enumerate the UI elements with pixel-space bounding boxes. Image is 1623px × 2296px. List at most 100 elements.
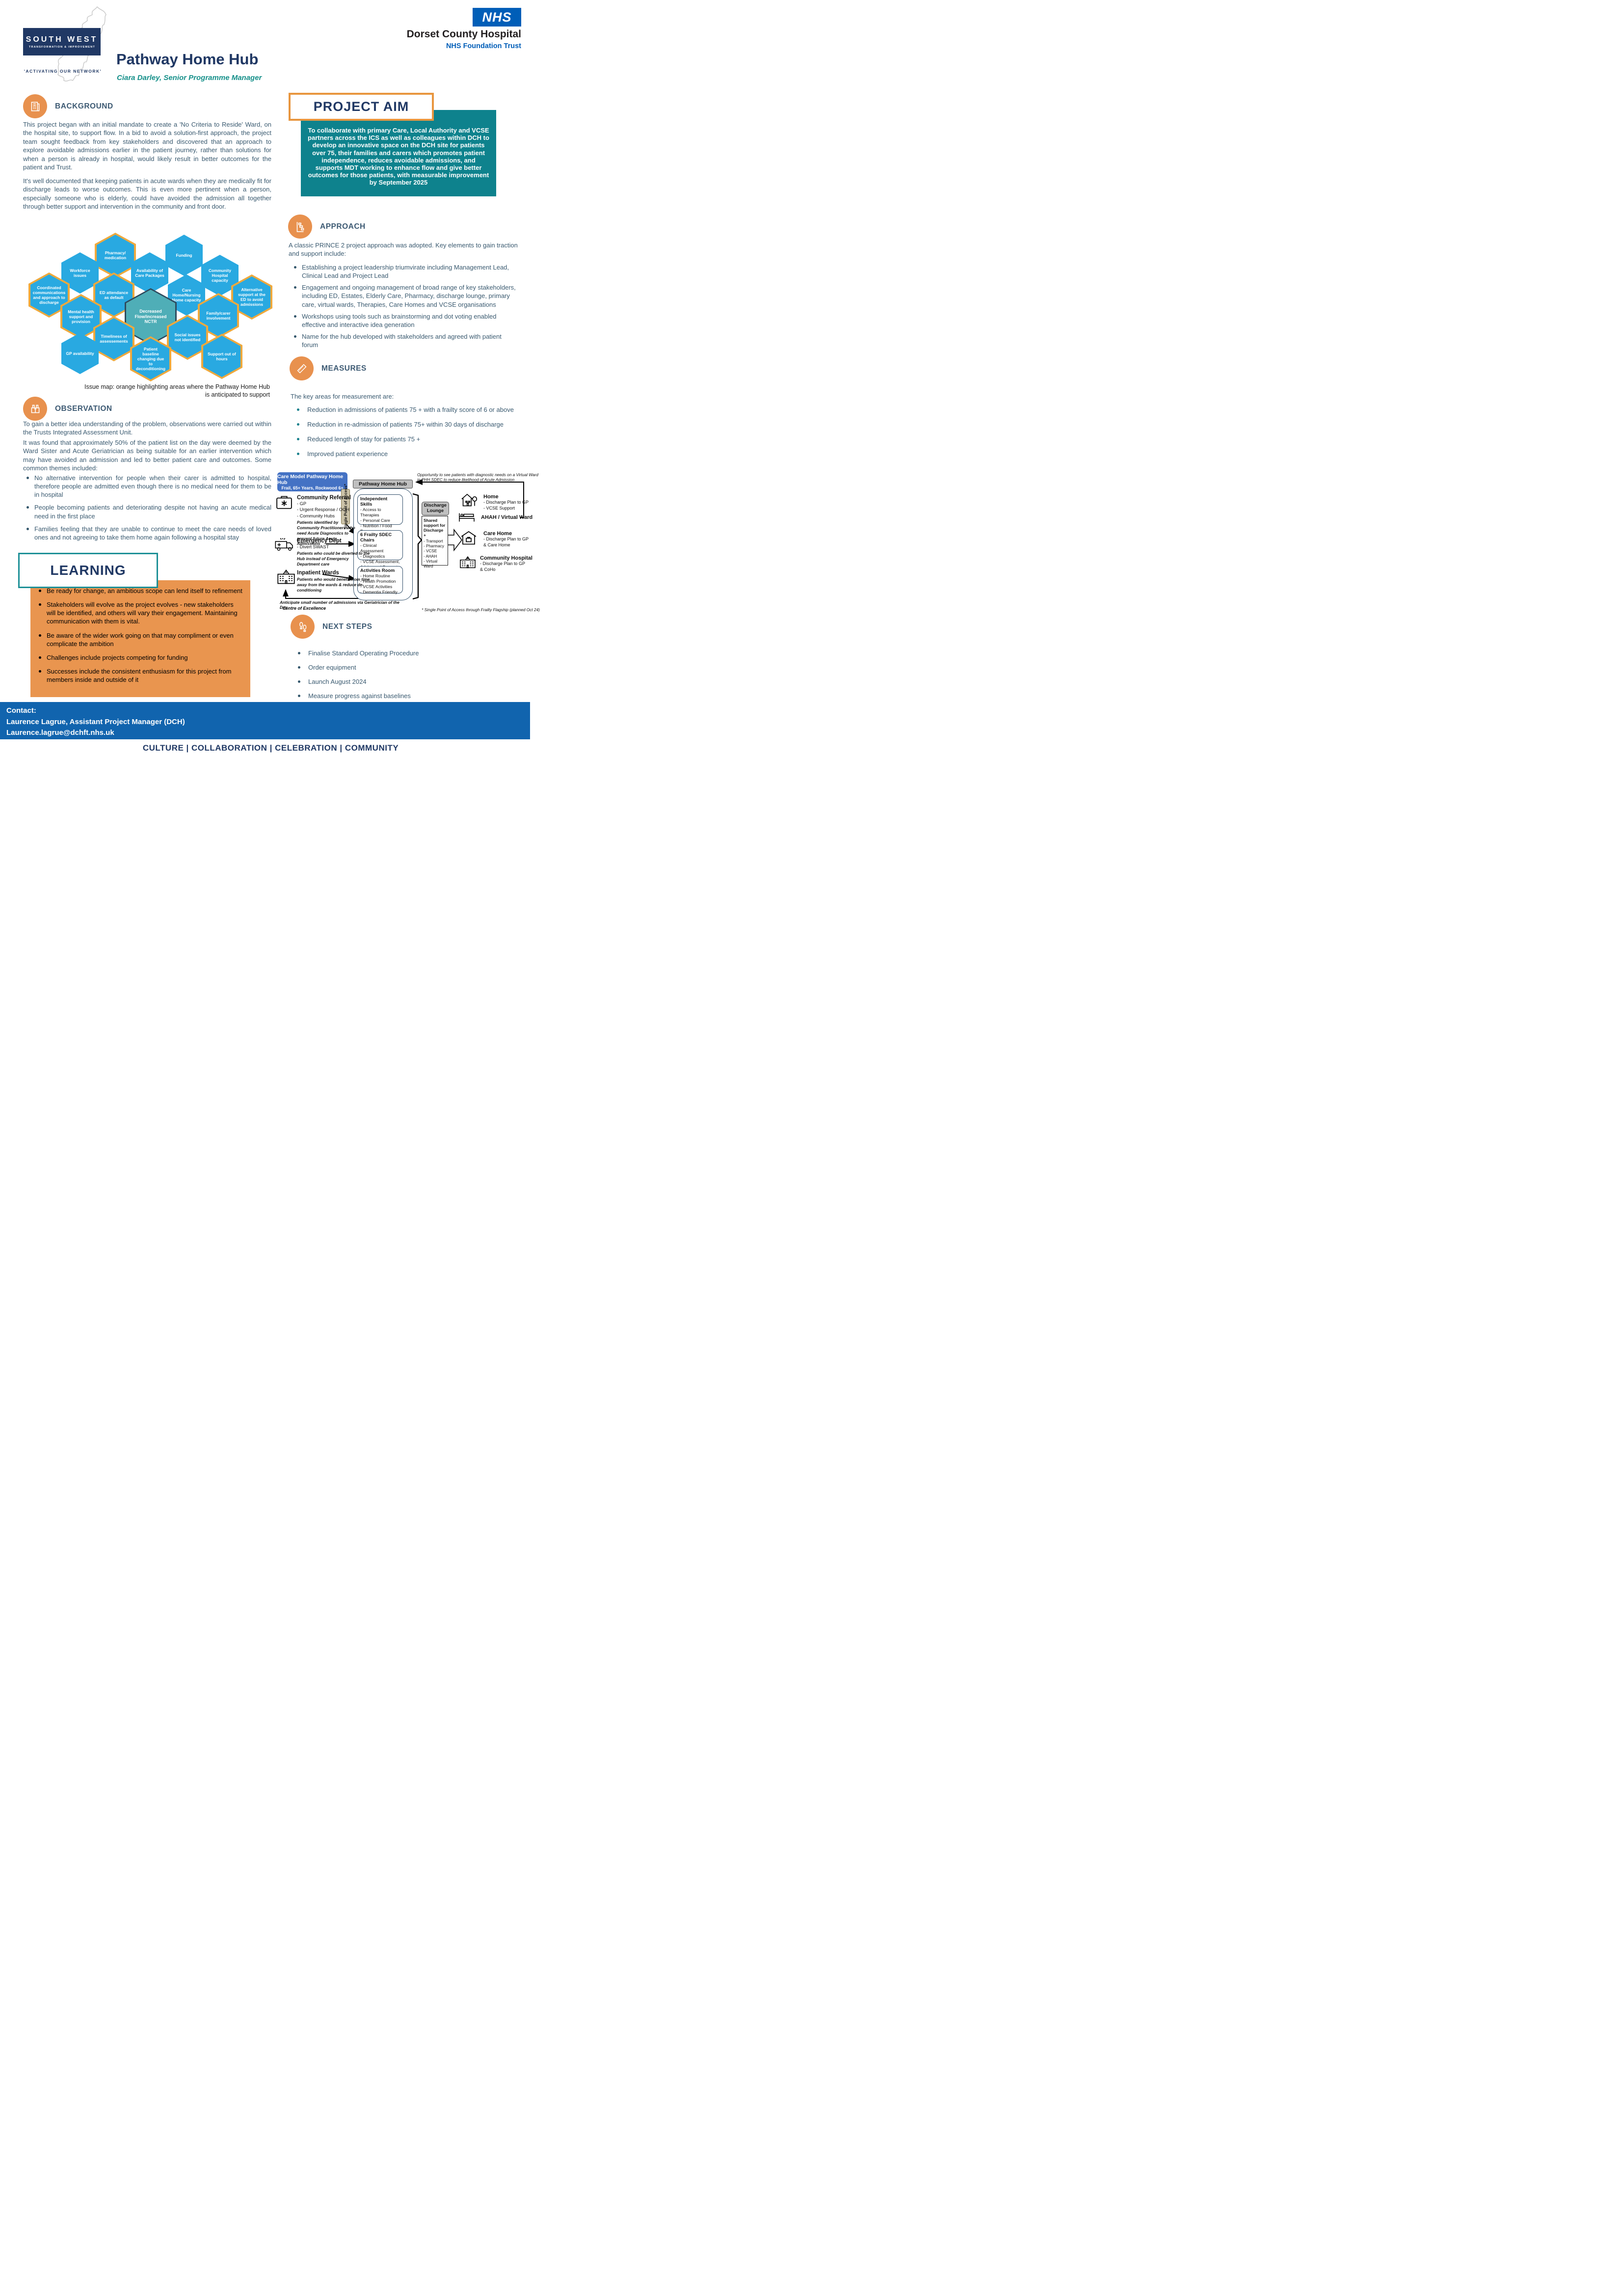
bullet-text: - AHAH	[424, 554, 437, 559]
pathway-home-hub-label: Pathway Home Hub	[353, 480, 413, 488]
gantt-plan-icon	[288, 215, 312, 239]
bullet-item: - Health Promotion	[360, 579, 400, 584]
contact-label: Contact:	[6, 706, 36, 715]
project-aim-heading: PROJECT AIM	[313, 99, 409, 114]
bullet-text: - Community Hubs	[297, 513, 335, 518]
issue-hexagon: GP availability	[61, 333, 99, 374]
bullet-dot	[297, 408, 299, 411]
background-paragraph-1: This project began with an initial manda…	[23, 121, 271, 171]
virtual-ward-note: Opportunity to see patients with diagnos…	[417, 472, 538, 483]
bullet-dot	[39, 603, 41, 606]
ambulance-icon	[275, 538, 293, 551]
bullet-item: - Home Routine	[360, 573, 400, 579]
bullet-item: - GP	[297, 501, 361, 507]
bullet-text: - Discharge Plan to GP	[483, 500, 529, 505]
approach-heading: APPROACH	[320, 222, 366, 231]
bullet-text: Reduction in re-admission of patients 75…	[307, 421, 504, 429]
activities-room-title: Activities Room	[360, 568, 395, 573]
bullet-item: Workshops using tools such as brainstorm…	[291, 312, 517, 329]
bullet-item: People becoming patients and deteriorati…	[23, 503, 271, 520]
bullet-text: Stakeholders will evolve as the project …	[47, 601, 238, 625]
bed-icon	[459, 513, 475, 522]
bullet-item: - Clinical Assessment	[360, 543, 400, 554]
nhs-logo: NHS	[473, 8, 521, 27]
bullet-item: - Community Hubs	[297, 513, 361, 519]
poster-author: Ciara Darley, Senior Programme Manager	[117, 74, 262, 82]
bullet-item: - Pharmacy	[424, 544, 446, 549]
bullet-text: - Transport	[424, 539, 443, 543]
measures-heading: MEASURES	[321, 364, 367, 373]
bullet-text: Families feeling that they are unable to…	[34, 525, 271, 541]
issue-hexagon: Pharmacy/ medication	[95, 233, 136, 278]
bullet-item: Families feeling that they are unable to…	[23, 525, 271, 541]
care-home-title: Care Home	[483, 531, 512, 537]
community-referral-group: Community Referral - GP- Urgent Response…	[297, 495, 361, 546]
bullet-dot	[39, 656, 41, 659]
nhs-foundation-trust: NHS Foundation Trust	[446, 42, 521, 50]
centre-of-excellence-note: - Centre of Excellence	[280, 606, 326, 611]
poster-page: SOUTH WEST TRANSFORMATION & IMPROVEMENT …	[0, 0, 541, 766]
bullet-item: Stakeholders will evolve as the project …	[35, 600, 243, 625]
issue-hexagon: Funding	[165, 235, 203, 276]
southwest-logo-line1: SOUTH WEST	[26, 35, 98, 44]
culture-tagline: CULTURE | COLLABORATION | CELEBRATION | …	[142, 743, 399, 753]
bullet-text: - Home Routine	[360, 573, 390, 579]
learning-panel: Be ready for change, an ambitious scope …	[30, 580, 250, 697]
single-point-of-access-tab: Single Point of Access*	[341, 484, 350, 529]
bullet-text: - Discharge Plan to GP	[480, 561, 526, 566]
care-model-title-box: Care Model Pathway Home Hub Frail, 65+ Y…	[277, 472, 347, 491]
bullet-item: Measure progress against baselines	[294, 692, 510, 700]
bullet-text: Establishing a project leadership triumv…	[302, 264, 509, 280]
community-referral-title: Community Referral	[297, 495, 351, 501]
bullet-dot	[297, 438, 299, 441]
activities-room-items: - Home Routine- Health Promotion- VCSE A…	[360, 573, 400, 595]
care-model-diagram: Care Model Pathway Home Hub Frail, 65+ Y…	[275, 471, 541, 615]
bullet-item: Finalise Standard Operating Procedure	[294, 649, 510, 657]
measures-section-header: MEASURES	[290, 356, 367, 380]
bullet-dot	[27, 477, 29, 479]
learning-heading-box: LEARNING	[18, 553, 158, 588]
bullet-text: Challenges include projects competing fo…	[47, 653, 188, 661]
bullet-dot	[27, 527, 29, 530]
bullet-text: Order equipment	[308, 664, 356, 672]
bullet-dot	[27, 506, 29, 509]
bullet-dot	[294, 335, 296, 338]
learning-heading: LEARNING	[50, 563, 126, 578]
bullet-item: Challenges include projects competing fo…	[35, 653, 243, 662]
bullet-item: Reduction in re-admission of patients 75…	[293, 420, 515, 429]
bullet-dot	[294, 266, 296, 269]
bullet-text: Reduction in admissions of patients 75 +…	[307, 406, 514, 413]
bullet-text: - Virtual Ward	[424, 559, 438, 569]
bullet-text: - Access to Therapies	[360, 507, 381, 518]
bullet-item: & CoHo	[480, 567, 541, 573]
contact-email: Laurence.lagrue@dchft.nhs.uk	[6, 729, 114, 737]
project-aim-text: To collaborate with primary Care, Local …	[308, 127, 489, 187]
observation-paragraph-2: It was found that approximately 50% of t…	[23, 439, 271, 472]
first-aid-kit-icon	[276, 496, 292, 509]
bullet-dot	[298, 695, 300, 698]
bullet-text: & Care Home	[483, 542, 510, 547]
bullet-text: Engagement and ongoing management of bro…	[302, 284, 516, 308]
bullet-text: Be ready for change, an ambitious scope …	[47, 587, 242, 594]
emergency-dept-group: Emergency Dept - Divert SWAST Patients w…	[297, 538, 371, 567]
bullet-text: - Clinical Assessment	[360, 543, 384, 554]
bullet-text: - Pharmacy	[424, 544, 444, 549]
community-hospital-icon	[460, 556, 476, 568]
observation-paragraph-1: To gain a better idea understanding of t…	[23, 420, 271, 436]
bullet-dot	[298, 652, 300, 654]
footsteps-icon	[291, 615, 315, 639]
background-section-header: BACKGROUND	[23, 94, 113, 118]
independent-skills-box: Independent Skills - Access to Therapies…	[357, 494, 403, 539]
measures-intro: The key areas for measurement are:	[291, 393, 394, 400]
bullet-item: - VCSE	[424, 549, 446, 554]
bullet-text: Be aware of the wider work going on that…	[47, 631, 234, 648]
bullet-item: - Virtual Ward	[424, 559, 446, 569]
bullet-dot	[39, 670, 41, 673]
care-home-icon	[461, 531, 477, 545]
bullet-dot	[298, 666, 300, 669]
project-aim-heading-box: PROJECT AIM	[289, 93, 434, 121]
geriatrician-note: Anticipate small number of admissions vi…	[280, 600, 399, 610]
bullet-item: - Access to Therapies	[360, 507, 400, 518]
